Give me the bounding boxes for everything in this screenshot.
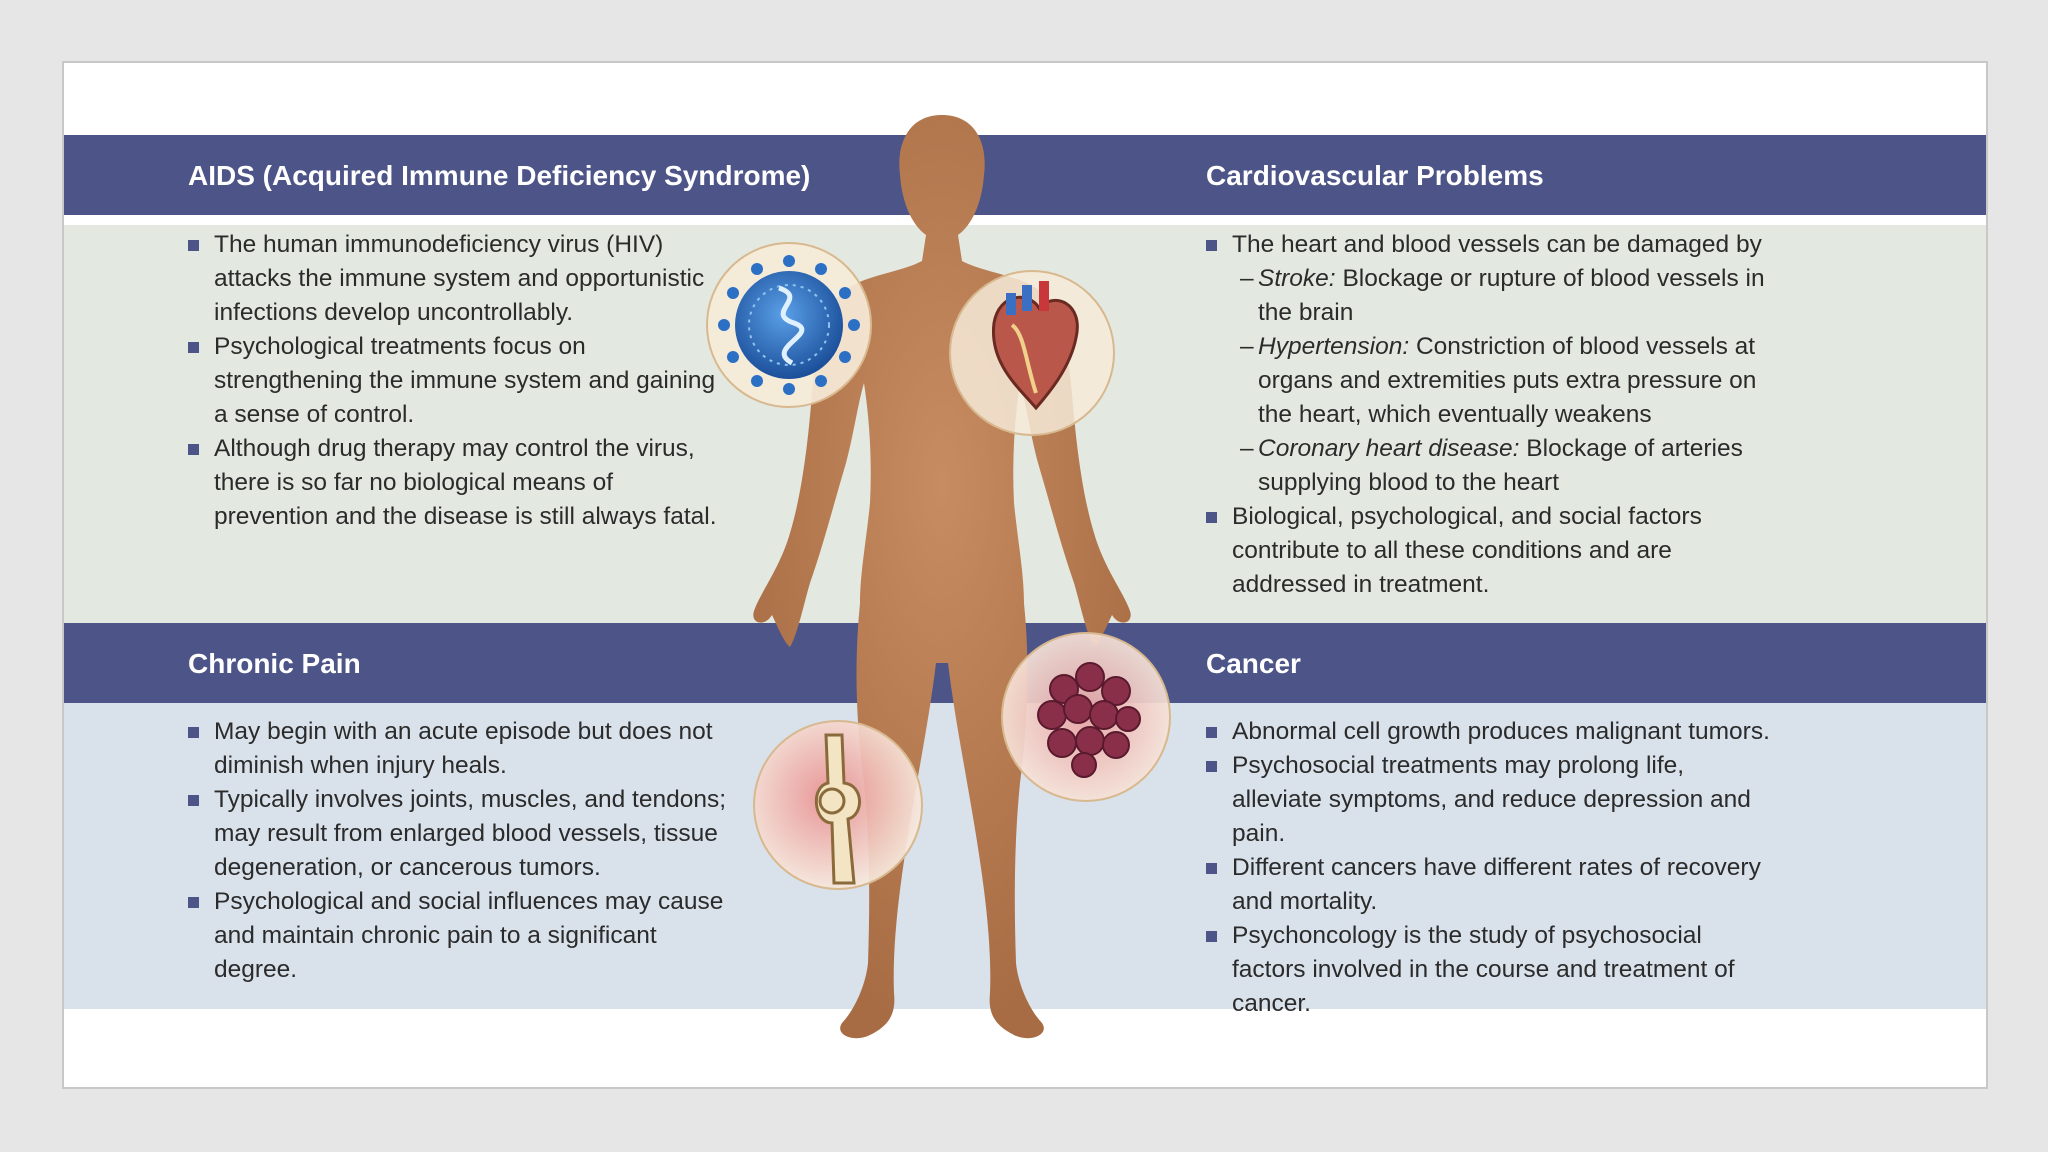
aids-panel: The human immunodeficiency virus (HIV) a… — [188, 228, 728, 534]
cancer-bullet: Psychosocial treatments may prolong life… — [1206, 749, 1776, 851]
cardio-sub-text: Blockage or rupture of blood vessels in … — [1258, 265, 1765, 326]
cardio-sub-item: –Hypertension: Constriction of blood ves… — [1240, 333, 1757, 428]
cancer-title: Cancer — [1206, 648, 1301, 679]
cancer-bullet: Psychoncology is the study of psychosoci… — [1206, 919, 1776, 1021]
pain-title: Chronic Pain — [188, 648, 361, 679]
pain-bullet: Typically involves joints, muscles, and … — [188, 783, 728, 885]
pain-bullet: Psychological and social influences may … — [188, 885, 728, 987]
aids-bullet: Although drug therapy may control the vi… — [188, 432, 728, 534]
cardio-sub-term: Stroke: — [1258, 265, 1336, 292]
cancer-bullet: Abnormal cell growth produces malignant … — [1206, 715, 1776, 749]
cardio-sub-term: Hypertension: — [1258, 333, 1410, 360]
cardio-intro: The heart and blood vessels can be damag… — [1206, 228, 1776, 262]
cardio-sub-item: –Coronary heart disease: Blockage of art… — [1240, 435, 1743, 496]
cardio-closing: Biological, psychological, and social fa… — [1206, 500, 1776, 602]
cardio-sub-text: Blockage of arteries supplying blood to … — [1258, 435, 1743, 496]
cardio-panel: The heart and blood vessels can be damag… — [1206, 228, 1776, 602]
aids-title: AIDS (Acquired Immune Deficiency Syndrom… — [188, 160, 811, 191]
pain-panel: May begin with an acute episode but does… — [188, 715, 728, 987]
cardio-sub-item: –Stroke: Blockage or rupture of blood ve… — [1240, 265, 1765, 326]
cardio-title: Cardiovascular Problems — [1206, 160, 1544, 191]
cancer-bullet: Different cancers have different rates o… — [1206, 851, 1776, 919]
cancer-panel: Abnormal cell growth produces malignant … — [1206, 715, 1776, 1021]
cardio-sub-term: Coronary heart disease: — [1258, 435, 1520, 462]
aids-bullet: Psychological treatments focus on streng… — [188, 330, 728, 432]
cardio-sub-text: Constriction of blood vessels at organs … — [1258, 333, 1757, 428]
slide: AIDS (Acquired Immune Deficiency Syndrom… — [62, 61, 1988, 1089]
pain-bullet: May begin with an acute episode but does… — [188, 715, 728, 783]
aids-bullet: The human immunodeficiency virus (HIV) a… — [188, 228, 728, 330]
